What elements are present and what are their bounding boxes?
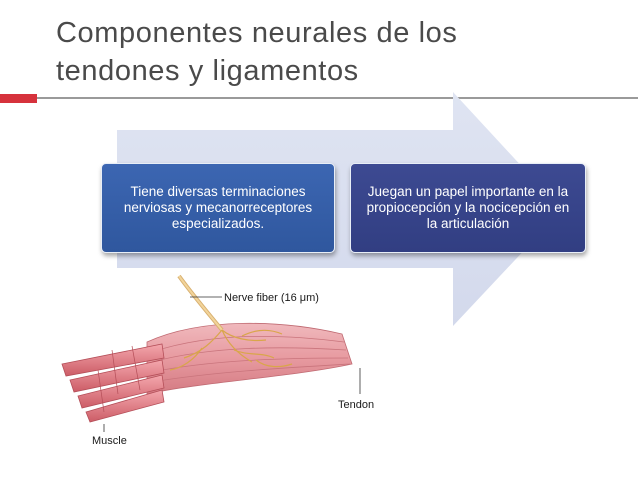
tendon-body	[146, 322, 353, 395]
label-tendon: Tendon	[338, 399, 374, 411]
slide-title: Componentes neurales de los tendones y l…	[56, 14, 616, 90]
title-divider	[37, 97, 638, 99]
label-muscle: Muscle	[92, 435, 127, 447]
muscle-fibers	[61, 343, 165, 423]
title-line-1: Componentes neurales de los	[56, 17, 458, 49]
tendon-nerve-illustration: Nerve fiber (16 μm) Tendon Muscle	[61, 274, 374, 447]
label-leaders	[103, 296, 361, 432]
label-nerve-fiber: Nerve fiber (16 μm)	[224, 292, 319, 304]
info-box-proprioception: Juegan un papel importante en la propioc…	[350, 163, 586, 253]
title-accent-bar	[0, 94, 37, 103]
info-box-nerve-endings-text: Tiene diversas terminaciones nerviosas y…	[123, 184, 313, 231]
title-line-2: tendones y ligamentos	[56, 55, 359, 87]
info-box-proprioception-text: Juegan un papel importante en la propioc…	[366, 184, 570, 231]
info-box-nerve-endings: Tiene diversas terminaciones nerviosas y…	[101, 163, 335, 253]
nerve-fiber	[169, 274, 293, 371]
